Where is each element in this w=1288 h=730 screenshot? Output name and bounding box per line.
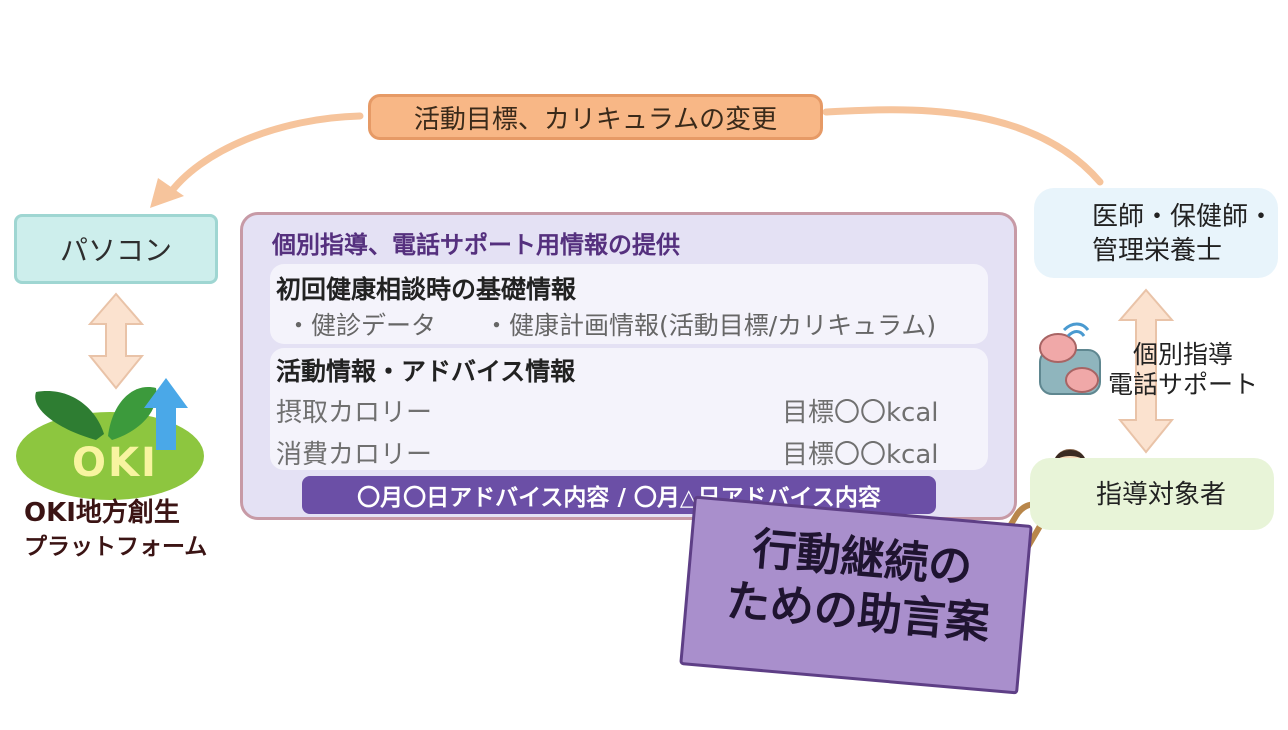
target-person-label: 指導対象者 <box>1096 480 1227 510</box>
curriculum-change-label: 活動目標、カリキュラムの変更 <box>368 94 823 140</box>
health-check-item: ・健診データ <box>286 311 437 340</box>
curved-arrow-top <box>822 106 1104 186</box>
curved-arrow-left <box>164 112 364 200</box>
intake-calorie-label: 摂取カロリー <box>276 398 433 428</box>
pc-label: パソコン <box>59 234 172 267</box>
health-plan-item: ・健康計画情報(活動目標/カリキュラム) <box>484 311 937 340</box>
phone-line1: 個別指導 <box>1133 340 1234 369</box>
burn-target-label: 目標〇〇kcal <box>782 440 939 470</box>
basic-info-heading: 初回健康相談時の基礎情報 <box>276 275 577 304</box>
staff-box <box>1034 188 1278 278</box>
platform-label: OKI地方創生 プラットフォーム <box>24 496 207 564</box>
basic-info-box <box>270 264 988 344</box>
phone-line2: 電話サポート <box>1108 370 1259 399</box>
platform-line1: OKI地方創生 <box>24 498 180 528</box>
double-arrow-right <box>1117 288 1175 454</box>
activity-info-heading: 活動情報・アドバイス情報 <box>276 357 576 386</box>
advice-content-bar: 〇月〇日アドバイス内容 / 〇月△日アドバイス内容 <box>302 476 936 514</box>
arrow-head-left <box>150 178 184 208</box>
double-arrow-left <box>87 292 145 390</box>
up-arrow-icon <box>144 378 188 450</box>
staff-label: 医師・保健師・ 管理栄養士 <box>1092 200 1274 268</box>
info-panel-title: 個別指導、電話サポート用情報の提供 <box>272 231 680 259</box>
activity-info-box <box>270 348 988 470</box>
target-person-box <box>1030 458 1274 530</box>
staff-line2: 管理栄養士 <box>1092 236 1223 266</box>
intake-target-label: 目標〇〇kcal <box>782 398 939 428</box>
phone-support-label: 個別指導 電話サポート <box>1108 340 1258 400</box>
burn-calorie-label: 消費カロリー <box>276 440 433 470</box>
oki-logo-text: OKI <box>72 440 158 486</box>
staff-line1: 医師・保健師・ <box>1092 202 1275 232</box>
pc-box: パソコン <box>14 214 218 284</box>
phone-icon <box>1039 322 1101 395</box>
oki-logo <box>16 378 204 500</box>
platform-line2: プラットフォーム <box>24 534 208 560</box>
